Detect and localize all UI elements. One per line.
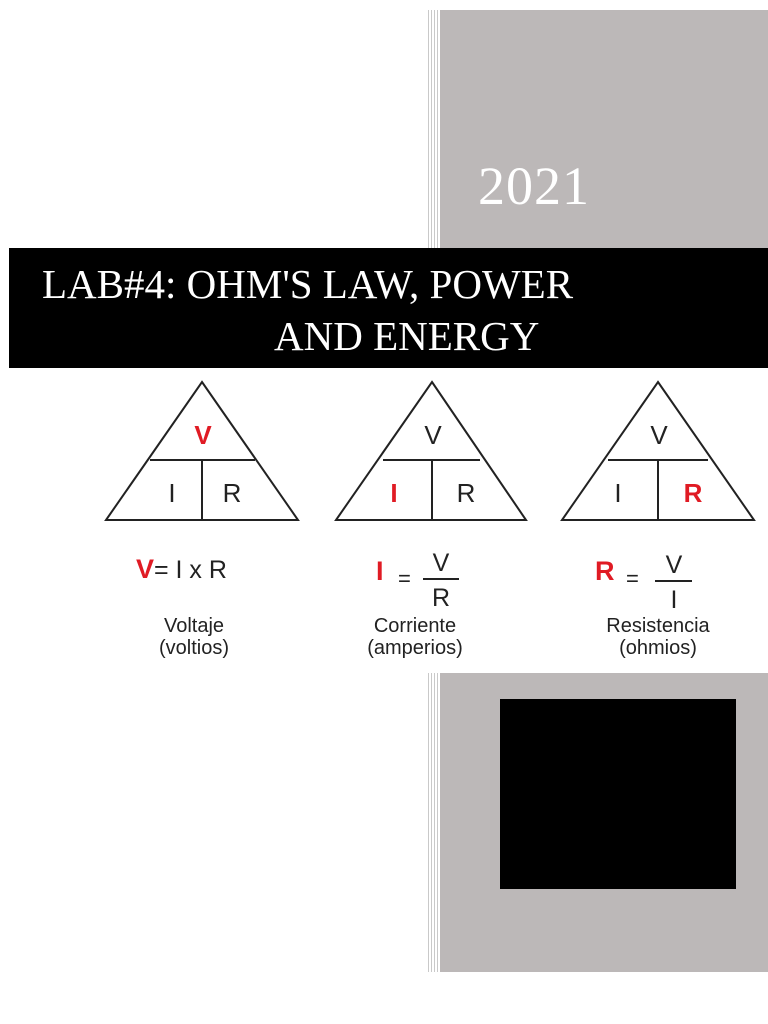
title-line-2: AND ENERGY	[274, 313, 540, 359]
triangle-1-left: I	[168, 478, 175, 508]
triangle-2-top: V	[424, 420, 442, 450]
formula-current: I = V R	[376, 549, 459, 612]
triangle-3-top: V	[650, 420, 668, 450]
formula-2-lhs: I	[376, 556, 384, 586]
triangle-2-right: R	[457, 478, 476, 508]
ohm-triangle-resistance: V I R	[560, 380, 756, 521]
triangle-3-left: I	[614, 478, 621, 508]
caption-3-unit: (ohmios)	[619, 637, 697, 659]
formula-voltage: V = I x R	[136, 554, 227, 584]
triangle-2-left: I	[390, 478, 397, 508]
black-box-block	[500, 699, 736, 889]
caption-2-unit: (amperios)	[367, 637, 463, 659]
formula-3-eq: =	[626, 566, 639, 591]
title-line-1: LAB#4: OHM'S LAW, POWER	[42, 261, 574, 307]
formula-resistance: R = V I	[595, 551, 692, 614]
formula-2-denominator: R	[432, 584, 450, 612]
formula-3-denominator: I	[671, 586, 678, 614]
formula-3-numerator: V	[666, 551, 683, 579]
title-bar	[9, 248, 768, 368]
formula-2-numerator: V	[433, 549, 450, 577]
ohm-triangle-current: V I R	[334, 380, 528, 521]
formula-3-lhs: R	[595, 556, 615, 586]
ohms-law-triangles-svg: V I R V I R V I R V = I x R	[104, 380, 756, 659]
ohms-law-figure: V I R V I R V I R V = I x R	[86, 368, 768, 673]
triangle-1-top: V	[194, 420, 212, 450]
caption-3-name: Resistencia	[606, 615, 710, 637]
caption-2-name: Corriente	[374, 615, 456, 637]
cover-year: 2021	[478, 156, 590, 216]
formula-1-lhs: V	[136, 554, 154, 584]
triangle-3-right: R	[684, 478, 703, 508]
formula-1-rhs: = I x R	[154, 556, 227, 584]
formula-2-eq: =	[398, 566, 411, 591]
triangle-1-right: R	[223, 478, 242, 508]
ohm-triangle-voltage: V I R	[104, 380, 300, 521]
caption-1-unit: (voltios)	[159, 637, 229, 659]
caption-1-name: Voltaje	[164, 615, 224, 637]
